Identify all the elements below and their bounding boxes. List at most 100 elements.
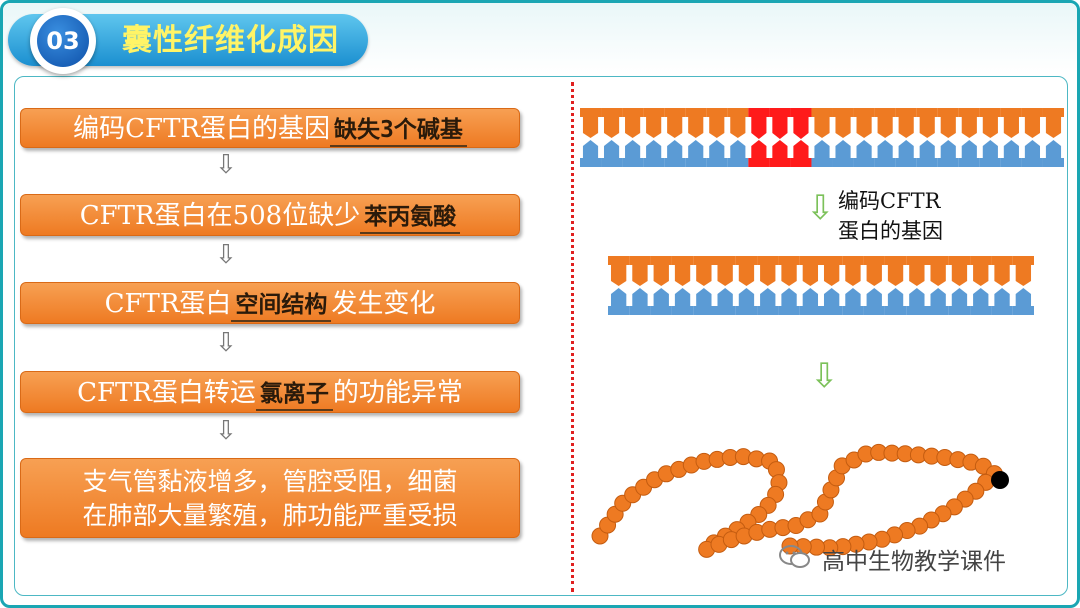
dna-bottom-bottom-backbone — [863, 306, 885, 315]
dna-bottom-base-pair — [991, 256, 1013, 315]
dna-bottom-top-backbone — [948, 256, 971, 265]
dna-bottom-base-pair — [629, 256, 651, 315]
dna-top-bottom-backbone — [580, 158, 602, 167]
dna-bottom-top-base — [632, 265, 648, 281]
dna-bottom-bottom-base — [973, 294, 989, 306]
dna-bottom-bottom-backbone — [799, 306, 821, 315]
dna-top-top-base — [603, 117, 620, 133]
dna-top-base-pair — [664, 108, 686, 167]
dna-bottom-top-backbone — [863, 256, 885, 265]
dna-bottom-base-pair — [927, 256, 949, 315]
gene-label-line2: 蛋白的基因 — [838, 219, 943, 243]
dna-top-bottom-base — [877, 146, 893, 158]
dna-bottom-top-tip — [781, 281, 797, 286]
dna-top-bottom-tip — [877, 140, 893, 146]
dna-top-top-tip — [1003, 133, 1019, 138]
dna-top-bottom-base — [646, 146, 662, 158]
dna-top-top-tip — [751, 133, 767, 139]
dna-top-top-base — [625, 117, 641, 133]
dna-bottom-base-pair — [842, 256, 864, 315]
dna-top-top-backbone — [1021, 108, 1043, 117]
dna-top-top-backbone — [895, 108, 917, 117]
section-number: 03 — [37, 15, 89, 67]
dna-bottom-top-tip — [717, 281, 733, 286]
dna-top-bottom-tip — [603, 140, 620, 146]
dna-bottom-bottom-tip — [760, 288, 776, 294]
dna-bottom-bottom-base — [632, 294, 648, 306]
dna-bottom-top-tip — [994, 281, 1010, 286]
dna-bottom-bottom-tip — [887, 288, 904, 294]
dna-bottom-bottom-base — [674, 294, 691, 306]
dna-top-bottom-base — [982, 146, 998, 158]
dna-bottom-bottom-base — [845, 294, 861, 306]
dna-top-bottom-backbone — [706, 158, 728, 167]
dna-top-base-pair — [601, 108, 623, 167]
dna-bottom-bottom-base — [696, 294, 712, 306]
dna-top-top-base — [919, 117, 935, 133]
dna-top-base-pair — [937, 108, 959, 167]
dna-bottom-base-pair — [735, 256, 758, 315]
dna-bottom-top-base — [696, 265, 712, 281]
dna-bottom-bottom-base — [1015, 294, 1032, 306]
dna-bottom-top-base — [951, 265, 968, 281]
dna-top-top-backbone — [685, 108, 707, 117]
dna-bottom-bottom-backbone — [629, 306, 651, 315]
dna-top-bottom-base — [814, 146, 830, 158]
dna-bottom-bottom-tip — [845, 288, 861, 294]
dna-bottom-base-pair — [650, 256, 672, 315]
dna-bottom-top-base — [887, 265, 904, 281]
dna-top-base-pair — [643, 108, 665, 167]
dna-bottom-top-base — [674, 265, 691, 281]
dna-bottom-bottom-tip — [632, 288, 648, 294]
dna-top-bottom-tip — [940, 140, 956, 146]
dna-bottom-bottom-base — [930, 294, 946, 306]
dna-top-top-base — [730, 117, 746, 133]
dna-bottom-top-base — [909, 265, 925, 281]
dna-bottom-bottom-tip — [610, 288, 627, 294]
dna-top-bottom-tip — [751, 140, 767, 146]
dna-top-top-tip — [1024, 133, 1041, 138]
dna-bottom-top-tip — [802, 281, 819, 286]
dna-top-top-tip — [919, 133, 935, 138]
dna-top-bottom-tip — [982, 140, 998, 146]
dna-top-top-base — [1045, 117, 1062, 133]
dna-bottom-bottom-base — [760, 294, 776, 306]
dna-bottom-base-pair — [757, 256, 779, 315]
dna-top-bottom-tip — [835, 140, 851, 146]
dna-bottom-base-pair — [906, 256, 928, 315]
page-title: 囊性纤维化成因 — [122, 23, 339, 58]
dna-top-bottom-backbone — [958, 158, 980, 167]
dna-top-base-pair — [979, 108, 1001, 167]
dna-top-top-backbone — [769, 108, 791, 117]
dna-bottom-bottom-backbone — [948, 306, 971, 315]
dna-top-bottom-base — [835, 146, 851, 158]
dna-bottom-base-pair — [884, 256, 907, 315]
dna-bottom-bottom-tip — [866, 288, 882, 294]
dna-top-bottom-base — [625, 146, 641, 158]
dna-top-top-backbone — [916, 108, 938, 117]
dna-bottom-base-pair — [714, 256, 736, 315]
dna-bottom-bottom-base — [717, 294, 733, 306]
dna-bottom-top-base — [994, 265, 1010, 281]
dna-bottom-top-tip — [632, 281, 648, 286]
dna-bottom-top-backbone — [693, 256, 715, 265]
flow-box-3: CFTR蛋白空间结构发生变化 — [20, 282, 520, 324]
dna-bottom-bottom-backbone — [714, 306, 736, 315]
flow-box-2-blank: 苯丙氨酸 — [360, 202, 461, 234]
dna-bottom-top-backbone — [991, 256, 1013, 265]
dna-top-top-backbone — [958, 108, 980, 117]
dna-bottom-bottom-tip — [951, 288, 968, 294]
dna-bottom-bottom-base — [951, 294, 968, 306]
dna-top-top-backbone — [580, 108, 602, 117]
dna-top-top-base — [582, 117, 599, 133]
dna-bottom-bottom-base — [738, 294, 755, 306]
dna-top-bottom-backbone — [874, 158, 896, 167]
dna-bottom-top-backbone — [757, 256, 779, 265]
dna-top-top-tip — [961, 133, 977, 138]
dna-top-bottom-backbone — [790, 158, 812, 167]
dna-bottom-base-pair — [863, 256, 885, 315]
dna-bottom-top-tip — [1015, 281, 1032, 286]
dna-bottom-top-base — [781, 265, 797, 281]
dna-bottom-top-base — [866, 265, 882, 281]
flow-box-4-prefix: CFTR蛋白转运 — [77, 378, 256, 408]
